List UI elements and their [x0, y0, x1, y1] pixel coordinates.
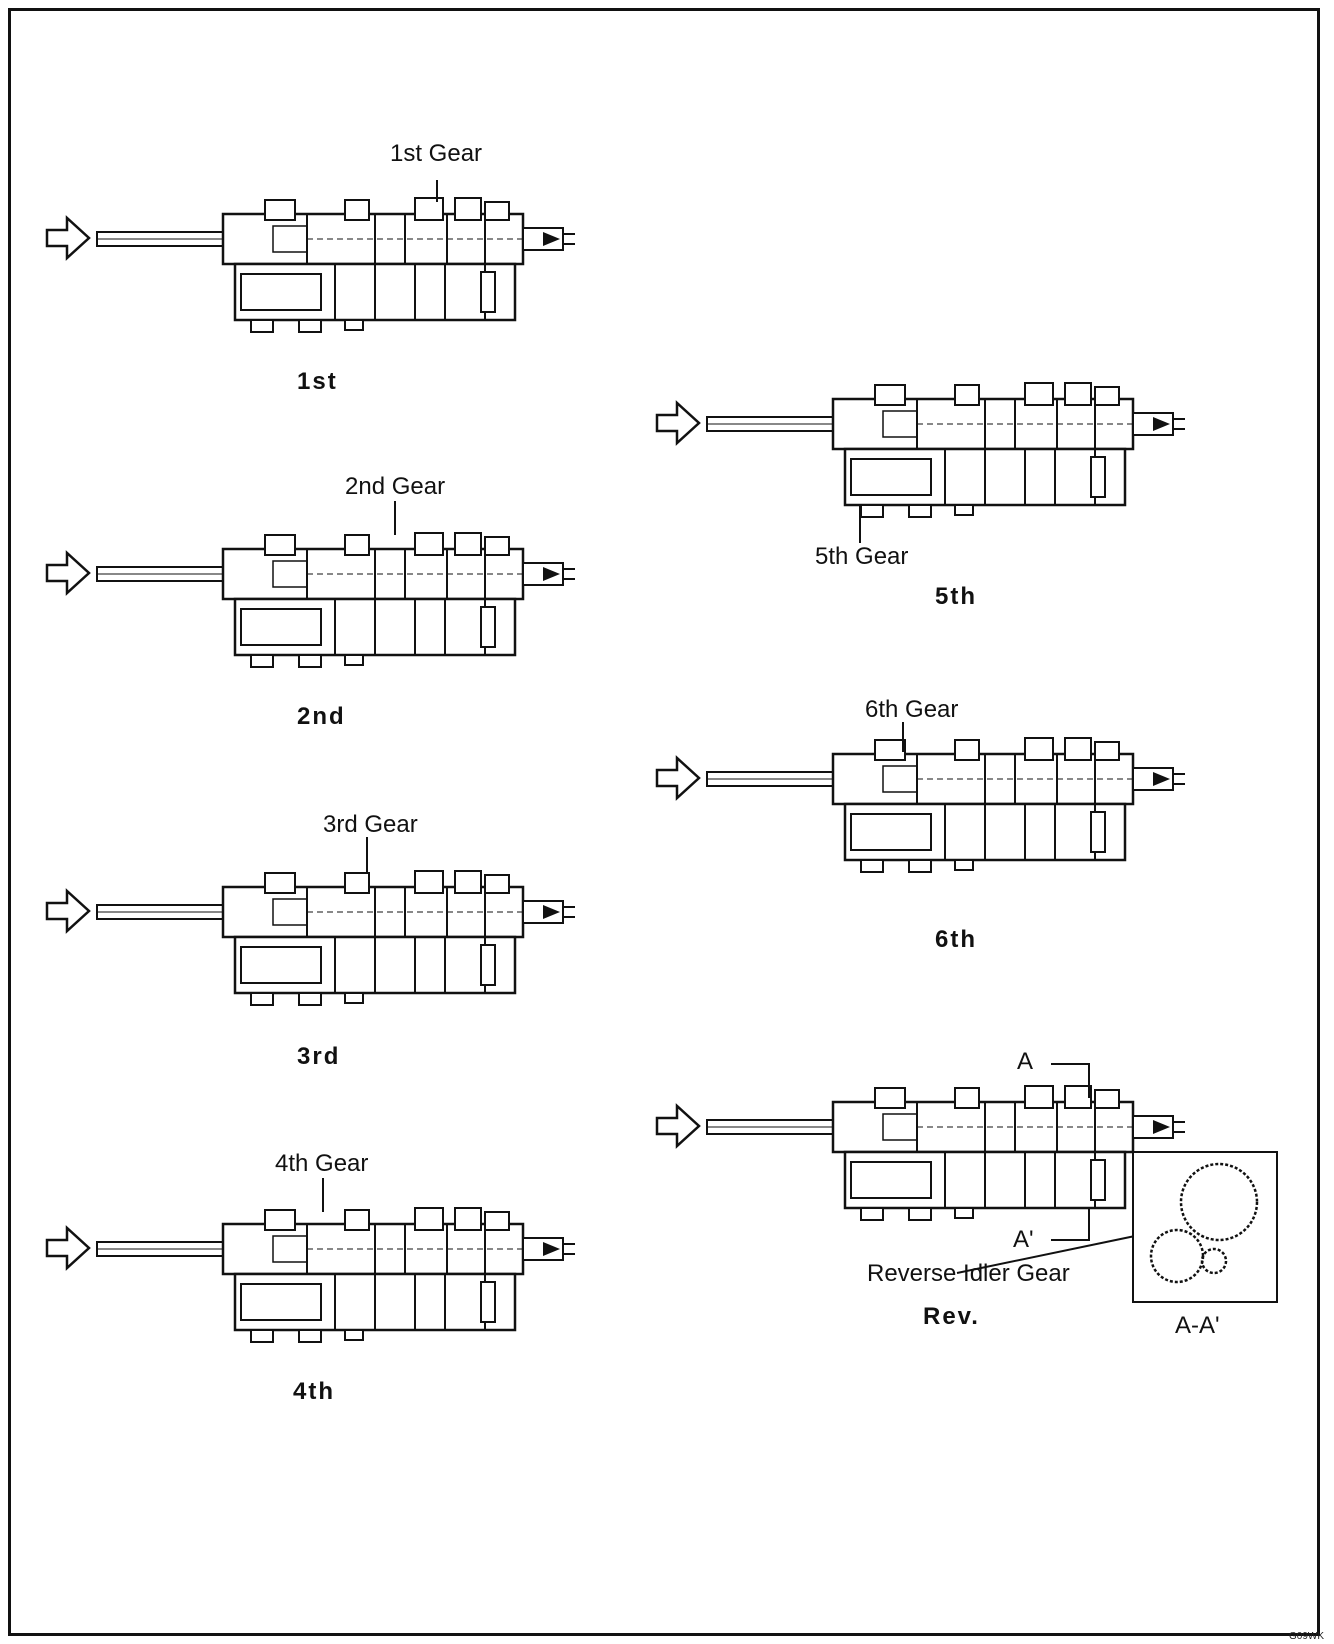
diagram-caption: Rev. — [923, 1303, 980, 1330]
gear-label: 6th Gear — [865, 696, 959, 723]
transmission-drawing-1st — [45, 180, 577, 334]
diagram-3rd: 3rd Gear 3rd — [45, 811, 645, 1193]
diagram-caption: 4th — [293, 1378, 335, 1405]
diagram-caption: 3rd — [297, 1043, 341, 1070]
gear-label: 4th Gear — [275, 1150, 369, 1177]
section-marker-line-a — [1051, 1063, 1090, 1098]
section-marker-line-a-prime — [1051, 1208, 1090, 1241]
diagram-5th: 5th Gear 5th — [655, 375, 1255, 705]
section-box — [1132, 1151, 1278, 1303]
transmission-drawing-5th — [655, 381, 1187, 543]
transmission-drawing-3rd — [45, 837, 577, 1007]
idler-leader-line — [956, 1235, 1136, 1274]
diagram-caption: 6th — [935, 926, 977, 953]
diagram-4th: 4th Gear 4th — [45, 1150, 645, 1530]
gear-label: Reverse Idler Gear — [867, 1260, 1070, 1287]
gear-label: 1st Gear — [390, 140, 483, 167]
section-marker-a: A — [1017, 1048, 1034, 1075]
figure-frame — [8, 8, 1320, 1636]
diagram-rev: A A' Reverse Idler Gear A-A' Rev. — [655, 1048, 1278, 1408]
transmission-drawing-2nd — [45, 501, 577, 669]
gear-label: 3rd Gear — [323, 811, 418, 838]
diagram-1st: 1st Gear 1st — [45, 140, 645, 520]
transmission-drawing-4th — [45, 1178, 577, 1344]
gear-label: 2nd Gear — [345, 473, 446, 500]
diagram-6th: 6th Gear 6th — [655, 696, 1255, 1060]
gear-label: 5th Gear — [815, 543, 909, 570]
diagram-caption: 1st — [297, 368, 338, 395]
figure-code: G09WK — [1288, 1631, 1324, 1642]
transmission-drawing-6th — [655, 722, 1187, 874]
diagram-caption: 5th — [935, 583, 977, 610]
section-label: A-A' — [1175, 1312, 1220, 1339]
diagram-caption: 2nd — [297, 703, 346, 730]
transmission-drawing-rev — [655, 1063, 1278, 1303]
section-marker-a-prime: A' — [1013, 1226, 1034, 1253]
gear-circle-large — [1179, 1162, 1259, 1242]
gear-circle-small — [1200, 1247, 1228, 1275]
diagram-2nd: 2nd Gear 2nd — [45, 473, 645, 855]
